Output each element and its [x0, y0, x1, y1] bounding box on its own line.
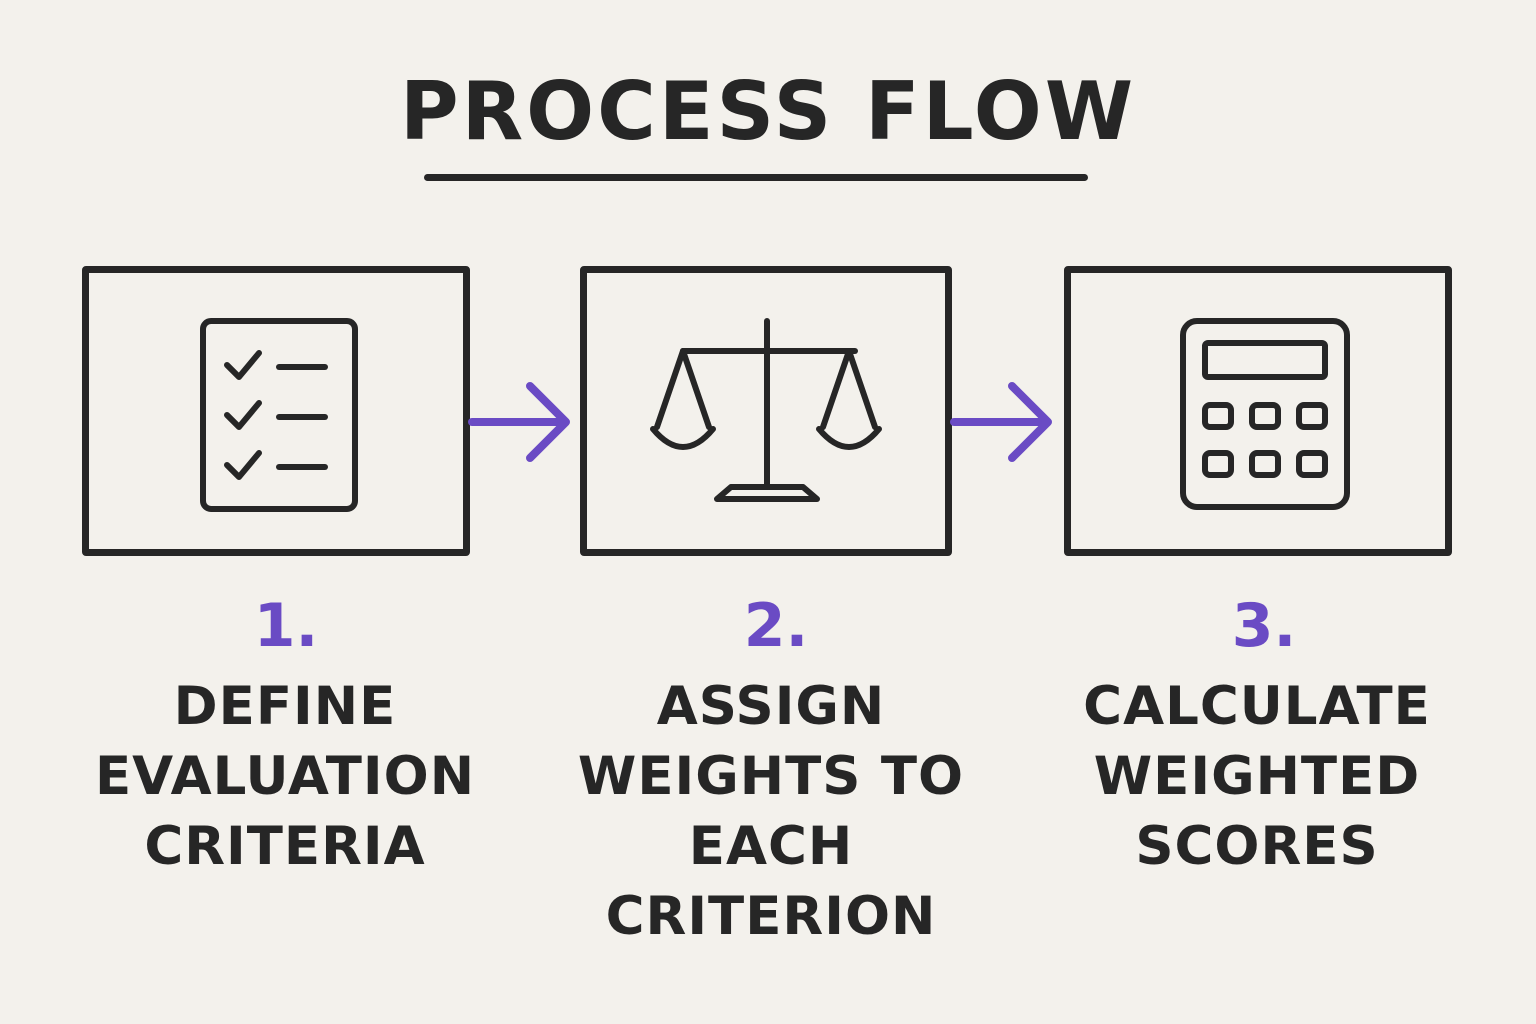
step-3-label: CALCULATE WEIGHTED SCORES [1083, 676, 1431, 877]
title-underline [424, 174, 1088, 181]
diagram-title: PROCESS FLOW [399, 65, 1137, 158]
step-2-number: 2. [743, 591, 809, 661]
step-2-box [580, 266, 952, 556]
balance-scale-icon [650, 318, 882, 502]
checklist-icon [200, 318, 358, 512]
step-3-number: 3. [1231, 591, 1297, 661]
step-1-box [82, 266, 470, 556]
step-2-label: ASSIGN WEIGHTS TO EACH CRITERION [577, 676, 965, 947]
arrow-right-icon [950, 382, 1052, 462]
step-1-label: DEFINE EVALUATION CRITERIA [94, 676, 476, 877]
step-3-box [1064, 266, 1452, 556]
step-1-number: 1. [253, 591, 319, 661]
arrow-right-icon [468, 382, 570, 462]
calculator-icon [1180, 318, 1350, 510]
